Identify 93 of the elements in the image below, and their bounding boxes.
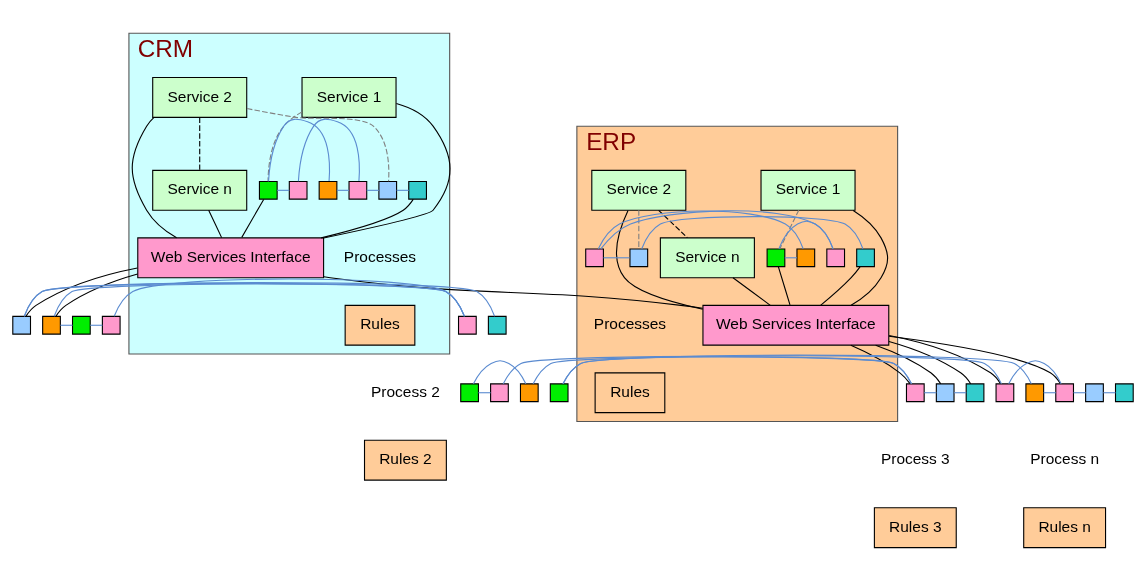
connector	[875, 344, 942, 384]
connector	[1043, 391, 1057, 393]
node-box: Service 1	[760, 169, 856, 211]
node-box: Service n	[659, 236, 755, 278]
connector	[658, 209, 688, 238]
connector	[59, 324, 74, 326]
connector	[641, 215, 864, 249]
node-box: Rules 3	[873, 506, 957, 548]
node-box	[457, 315, 477, 335]
node-box: Service 2	[591, 169, 687, 211]
node-box	[1025, 382, 1045, 402]
connector	[241, 198, 265, 238]
node-box: Web Services Interface	[702, 304, 890, 346]
connector	[923, 391, 937, 393]
connector	[888, 334, 1002, 384]
node-box	[766, 247, 786, 267]
node-box	[490, 382, 509, 402]
node-box: Web Services Interface	[137, 236, 325, 278]
node-box: Rules	[594, 371, 666, 413]
connector	[320, 198, 414, 238]
connector	[477, 391, 492, 393]
node-box	[519, 382, 539, 402]
node-box	[460, 382, 479, 402]
node-box	[288, 180, 308, 200]
connector	[784, 256, 798, 258]
node-box: Rules	[344, 304, 416, 346]
node-box: Service n	[152, 169, 248, 211]
node-box	[796, 247, 816, 267]
connector	[638, 209, 640, 249]
node-box	[1085, 382, 1104, 402]
connector	[600, 209, 834, 249]
node-box	[42, 315, 61, 335]
label: Process 2	[371, 382, 440, 400]
connector	[323, 275, 704, 309]
node-box	[905, 382, 925, 402]
node-box	[1114, 382, 1134, 402]
node-box	[585, 247, 604, 267]
node-box	[487, 315, 507, 335]
connector	[25, 266, 138, 317]
connector	[820, 265, 861, 306]
connector	[208, 209, 223, 238]
connector	[1102, 391, 1117, 393]
connector	[131, 116, 178, 238]
label: Process n	[1030, 449, 1100, 467]
connector	[268, 118, 331, 182]
connector	[597, 210, 804, 249]
connector	[953, 391, 967, 393]
node-box	[378, 180, 398, 200]
connector	[616, 209, 704, 310]
node-box	[12, 315, 32, 335]
connector	[850, 209, 889, 306]
node-box	[965, 382, 985, 402]
connector	[267, 111, 303, 182]
connector	[323, 102, 451, 239]
connector	[336, 189, 350, 191]
node-box	[71, 315, 91, 335]
connector	[779, 209, 800, 249]
connector	[276, 189, 290, 191]
node-box: Rules n	[1023, 506, 1107, 548]
label: Processes	[343, 247, 417, 265]
connector	[1072, 391, 1087, 393]
connector	[246, 107, 390, 182]
node-box	[856, 247, 875, 267]
label: Processes	[593, 314, 667, 332]
connector	[732, 276, 771, 306]
connector	[89, 324, 103, 326]
connector	[366, 189, 380, 191]
node-box: Rules 2	[363, 439, 447, 481]
connector	[888, 340, 972, 384]
node-box	[258, 180, 278, 200]
connector	[777, 265, 791, 305]
node-box	[408, 180, 427, 200]
connector	[199, 116, 201, 171]
node-box	[935, 382, 955, 402]
connector	[603, 256, 630, 258]
connector	[472, 359, 527, 384]
connector	[55, 272, 139, 317]
connector	[888, 335, 1061, 384]
label: Process 3	[880, 449, 950, 467]
node-box: Service 1	[301, 76, 397, 118]
node-box	[995, 382, 1015, 402]
connector	[850, 344, 911, 384]
connector	[396, 189, 410, 191]
node-box	[629, 247, 649, 267]
node-box	[826, 247, 846, 267]
node-box	[348, 180, 368, 200]
node-box	[549, 382, 569, 402]
node-box: Service 2	[152, 76, 248, 118]
connector	[297, 118, 360, 182]
node-box	[101, 315, 121, 335]
node-box	[1055, 382, 1075, 402]
node-box	[318, 180, 338, 200]
connector	[1008, 359, 1062, 384]
